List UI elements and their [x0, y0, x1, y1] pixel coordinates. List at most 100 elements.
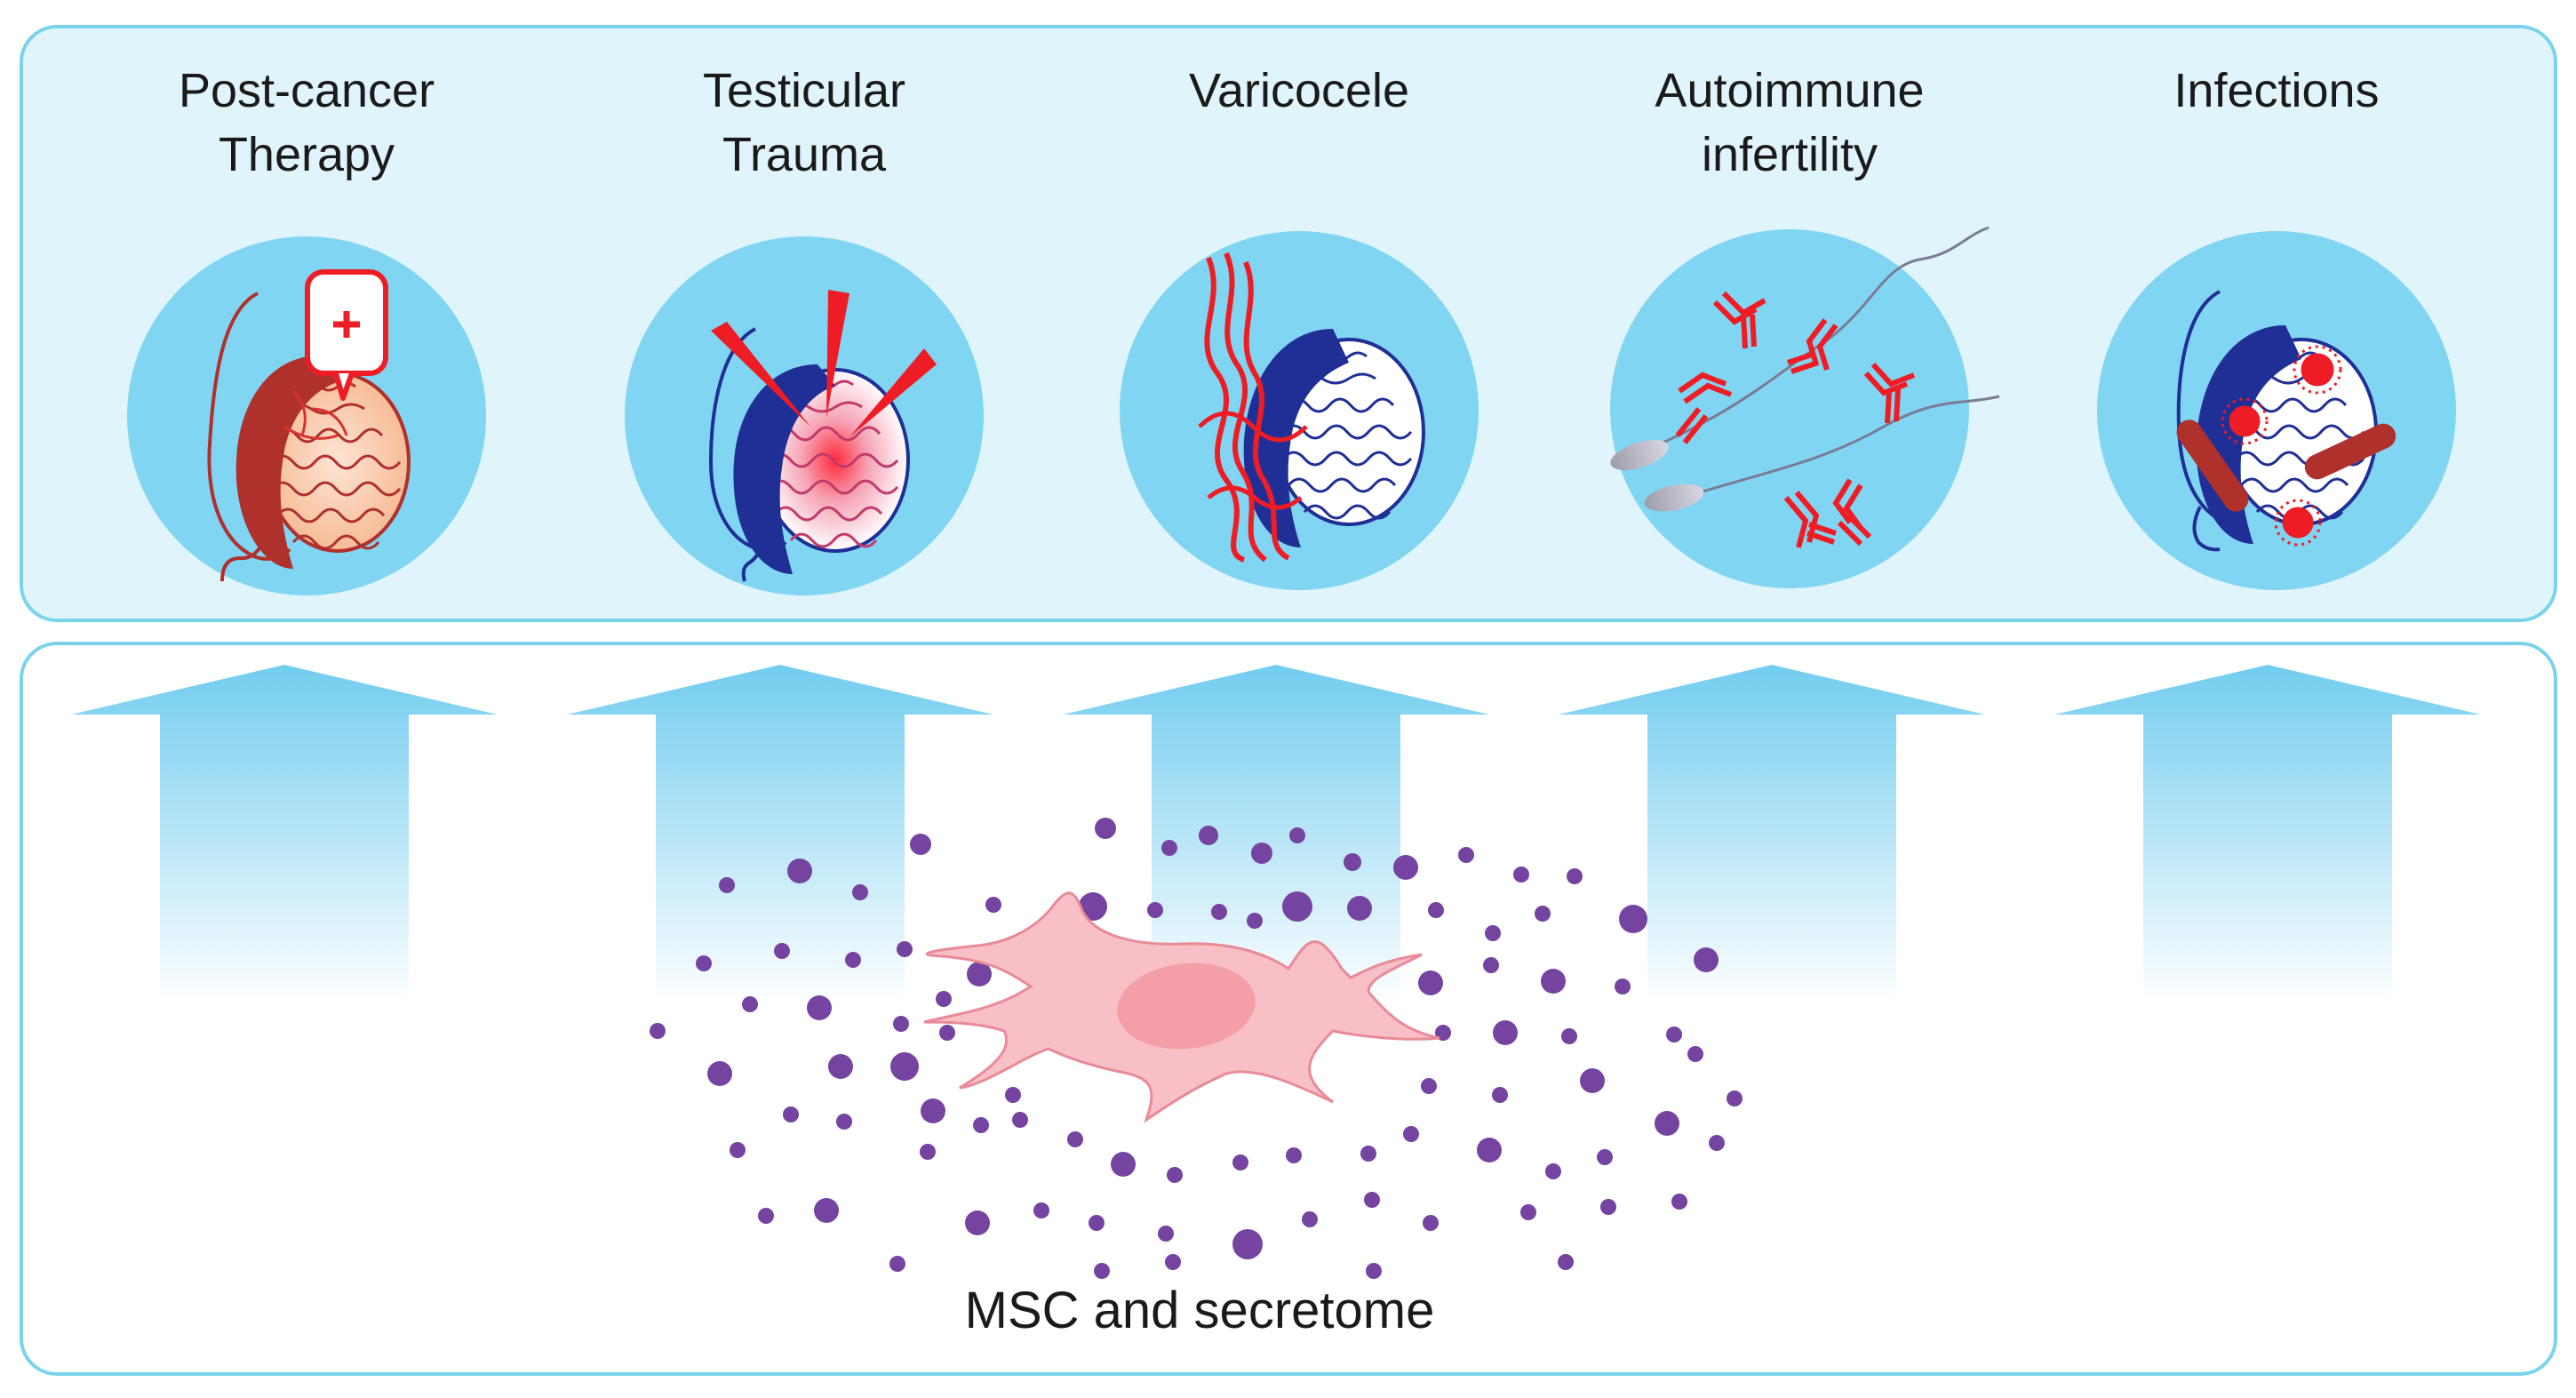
secretome-vesicle [1619, 905, 1647, 933]
secretome-vesicle [1520, 1204, 1536, 1220]
secretome-vesicle [890, 1052, 919, 1081]
secretome-vesicle [1567, 868, 1583, 884]
secretome-vesicle [1477, 1138, 1502, 1162]
secretome-vesicle [1158, 1226, 1174, 1242]
secretome-vesicle [1251, 843, 1272, 864]
sperm-head-2 [1644, 483, 1704, 512]
secretome-vesicle [1493, 1020, 1518, 1045]
condition-label-line: Infections [2173, 64, 2379, 117]
secretome-vesicle [1541, 969, 1566, 994]
secretome-vesicle [1403, 1126, 1419, 1142]
post-cancer-testis-illustration [207, 269, 411, 582]
infection-testis-illustration [2176, 290, 2397, 552]
secretome-vesicle [1535, 906, 1551, 922]
secretome-vesicle [965, 1210, 990, 1235]
secretome-vesicle [1067, 1131, 1083, 1147]
secretome-vesicle [1079, 892, 1107, 921]
secretome-vesicle [967, 962, 992, 987]
secretome-vesicle [1513, 867, 1529, 883]
secretome-vesicle [936, 991, 952, 1007]
secretome-vesicle [910, 834, 931, 855]
bottom-caption: MSC and secretome [965, 1282, 1435, 1339]
secretome-vesicle [742, 996, 758, 1012]
secretome-vesicle [730, 1142, 746, 1158]
secretome-vesicle [1147, 902, 1163, 918]
secretome-vesicle [1094, 1263, 1110, 1279]
condition-label-line: Trauma [722, 128, 887, 181]
secretome-vesicle [1483, 957, 1499, 973]
secretome-vesicle [1366, 1263, 1382, 1279]
secretome-vesicle [1005, 1087, 1021, 1103]
secretome-vesicle [1597, 1149, 1613, 1165]
trauma-testis-illustration [708, 290, 937, 582]
secretome-vesicle [985, 897, 1001, 913]
msc-cell [923, 891, 1440, 1123]
secretome-vesicle [852, 884, 868, 900]
secretome-vesicle [836, 1114, 852, 1130]
secretome-vesicle [1561, 1028, 1577, 1044]
secretome-vesicle [1458, 847, 1474, 863]
secretome-vesicle [1161, 840, 1177, 856]
secretome-vesicle [1095, 818, 1116, 839]
secretome-vesicle [1558, 1254, 1574, 1270]
secretome-vesicle [1232, 1229, 1263, 1259]
secretome-vesicle [1421, 1078, 1437, 1094]
up-arrow-5 [2054, 665, 2481, 1006]
impact-spike-center [826, 290, 849, 418]
secretome-vesicle [650, 1023, 666, 1039]
secretome-vesicle [707, 1061, 732, 1086]
up-arrow-2 [567, 665, 993, 1006]
secretome-vesicle [973, 1117, 989, 1133]
secretome-vesicle [921, 1098, 945, 1123]
secretome-vesicle [1485, 925, 1501, 941]
secretome-vesicle [1694, 947, 1719, 972]
antibodies [1675, 291, 1916, 548]
condition-label-line: infertility [1702, 128, 1878, 181]
secretome-vesicle [783, 1106, 799, 1122]
condition-label-line: Varicocele [1189, 64, 1409, 117]
secretome-vesicle [1709, 1135, 1725, 1151]
secretome-vesicle [1167, 1167, 1183, 1183]
condition-circle-4 [1610, 229, 1969, 588]
secretome-vesicle [845, 952, 861, 968]
secretome-vesicle [1666, 1027, 1682, 1043]
secretome-vesicle [920, 1144, 936, 1160]
bacterium-left [2176, 419, 2249, 512]
secretome-vesicle [939, 1025, 955, 1041]
secretome-vesicle [1428, 902, 1444, 918]
sperm-head-1 [1610, 440, 1669, 470]
autoimmune-illustration [1610, 226, 2000, 548]
secretome-vesicle [1289, 827, 1305, 843]
secretome-vesicle [787, 859, 812, 883]
secretome-vesicle [1232, 1154, 1248, 1170]
secretome-vesicle [1344, 853, 1361, 871]
secretome-vesicle [1211, 904, 1227, 920]
virus-particles [2221, 345, 2342, 547]
impact-spike-right [849, 348, 937, 437]
secretome-vesicle [1033, 1202, 1049, 1218]
secretome-vesicle [1286, 1147, 1302, 1163]
impact-spike-left [711, 322, 810, 427]
secretome-vesicle [1492, 1087, 1508, 1103]
condition-label-line: Autoimmune [1655, 64, 1924, 117]
secretome-vesicle [1089, 1215, 1105, 1231]
secretome-vesicle [1545, 1163, 1561, 1179]
up-arrow-1 [71, 665, 498, 1006]
secretome-vesicle [1655, 1111, 1679, 1136]
up-arrow-3 [1063, 665, 1489, 1006]
secretome-vesicle [1360, 1146, 1376, 1162]
secretome-vesicle [1580, 1068, 1605, 1093]
secretome-vesicle [1282, 891, 1312, 922]
condition-label-line: Therapy [219, 128, 395, 181]
secretome-vesicle [1393, 855, 1418, 880]
secretome-vesicle [1165, 1254, 1181, 1270]
secretome-vesicle [893, 1016, 909, 1032]
secretome-vesicle [1418, 971, 1443, 995]
varicocele-testis-illustration [1198, 252, 1425, 563]
secretome-vesicle [1111, 1152, 1136, 1177]
secretome-vesicle [1247, 913, 1263, 929]
